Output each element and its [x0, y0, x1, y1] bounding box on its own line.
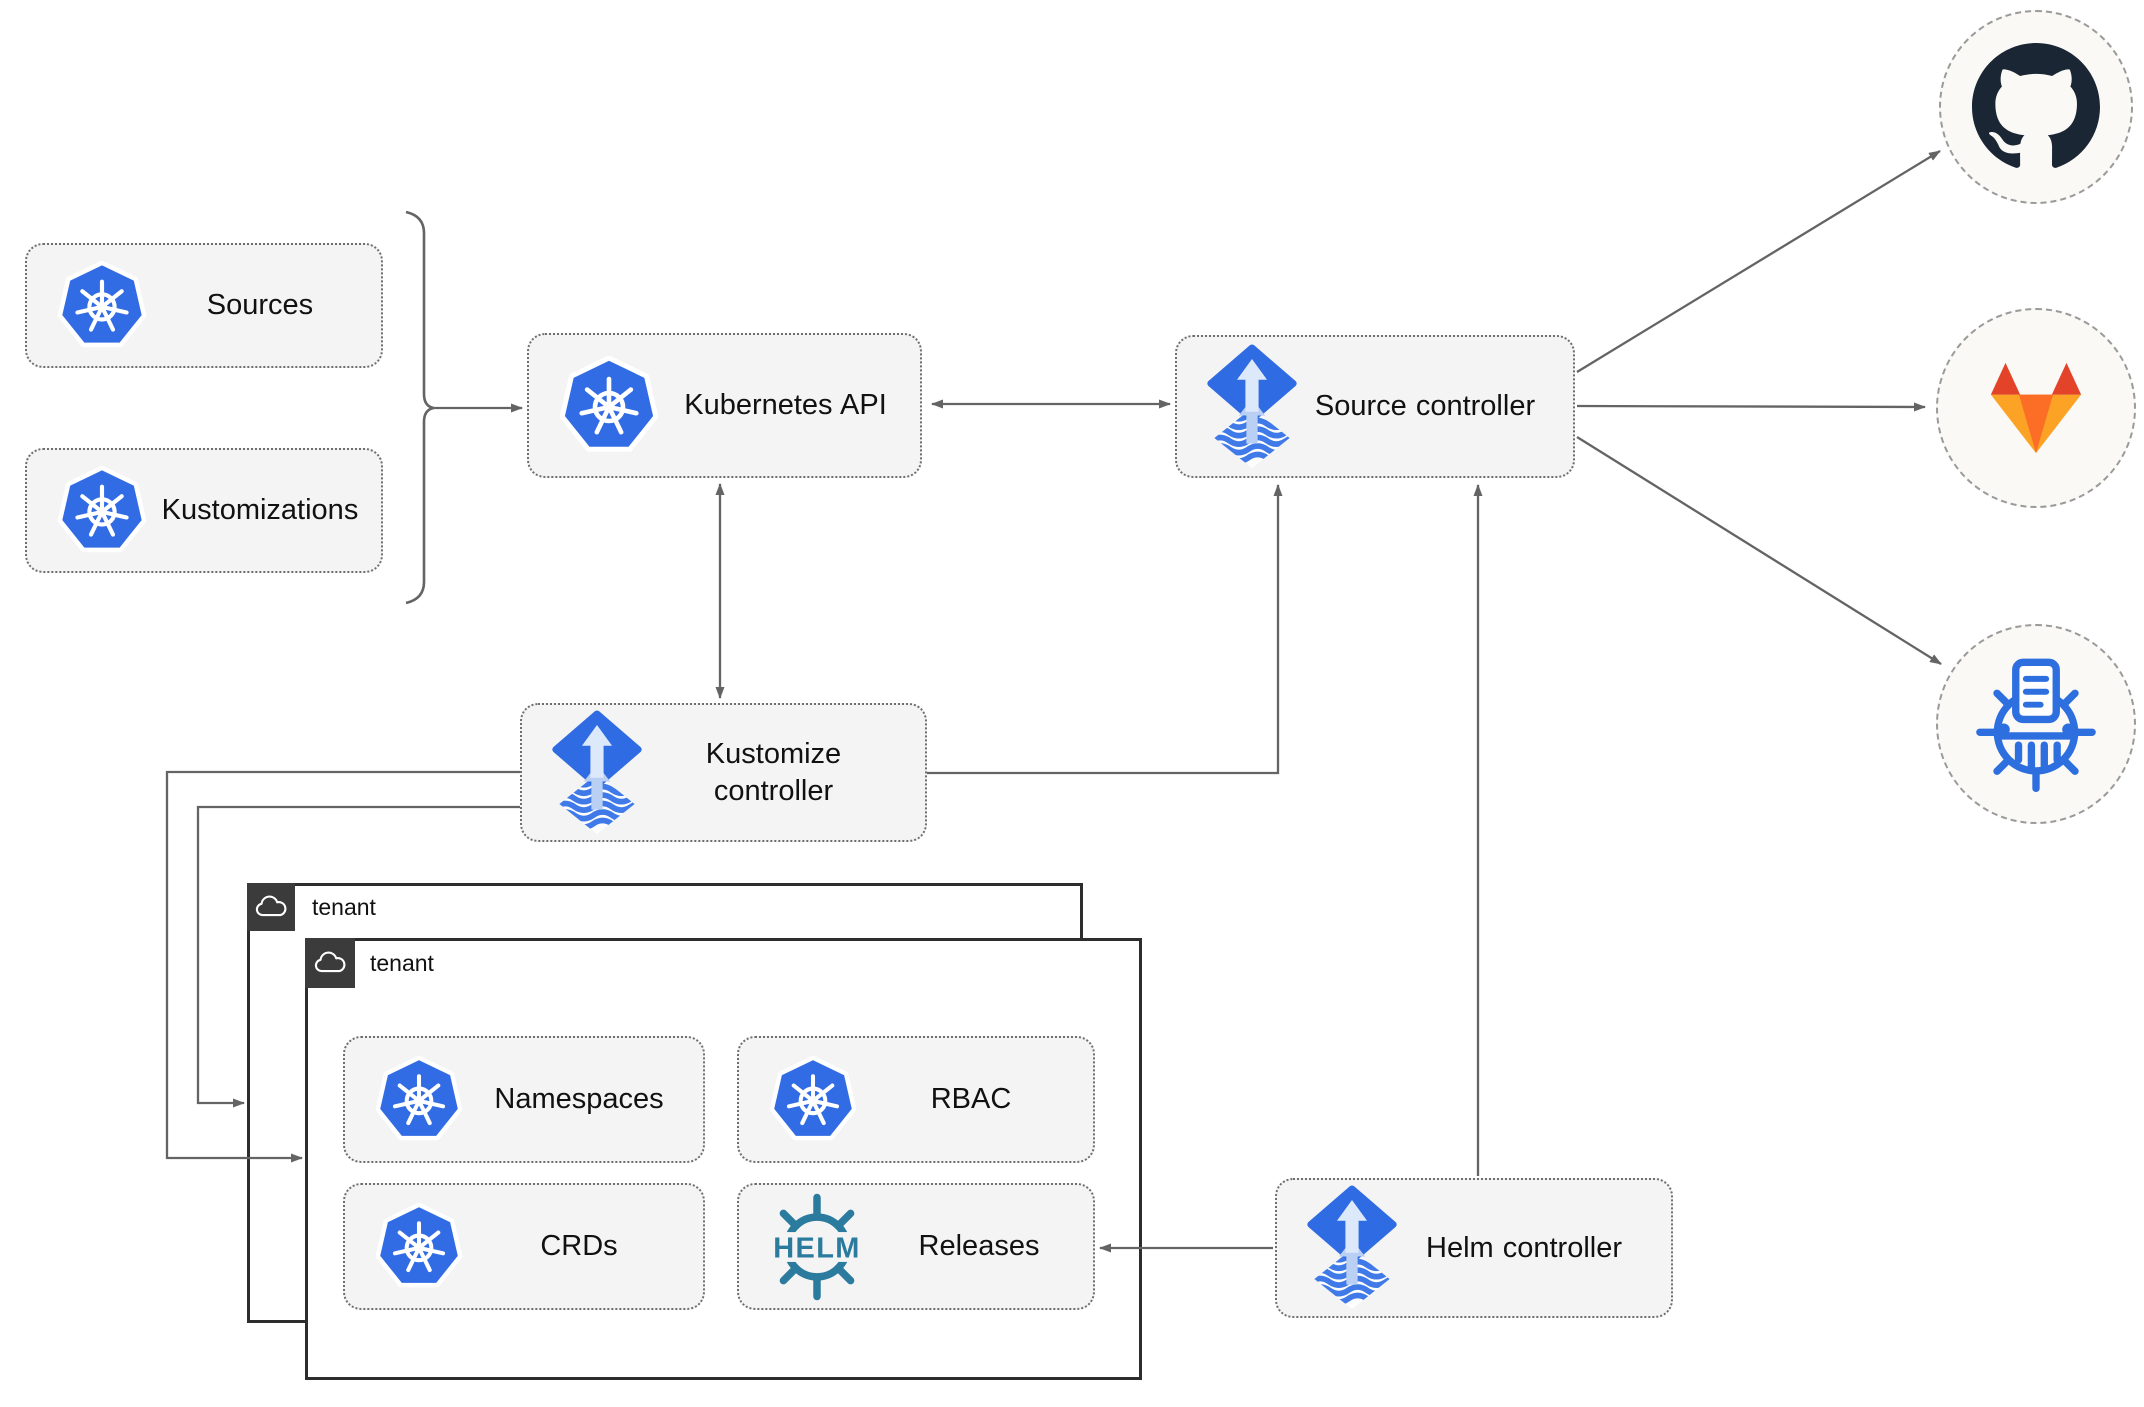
edge-sourcectrl-gitlab: [1576, 402, 1926, 412]
flux-icon: [548, 710, 646, 836]
cloud-icon: [247, 883, 295, 931]
kubernetes-icon: [769, 1056, 857, 1144]
node-label: Kustomizations: [161, 494, 359, 527]
node-label: RBAC: [930, 1083, 1012, 1116]
kubernetes-icon: [375, 1056, 463, 1144]
node-releases: HELM Releases: [737, 1183, 1095, 1310]
gitlab-target: [1936, 308, 2136, 508]
edge-sourcectrl-registry: [1576, 436, 1942, 665]
node-label: CRDs: [540, 1230, 618, 1263]
kubernetes-icon: [375, 1203, 463, 1291]
node-label: Helm controller: [1426, 1231, 1622, 1264]
brace: [405, 210, 435, 605]
edge-sourcectrl-github: [1576, 150, 1941, 373]
github-icon: [1972, 43, 2100, 171]
node-crds: CRDs: [343, 1183, 705, 1310]
artifact-registry-target: [1936, 624, 2136, 824]
node-kustomize-controller: Kustomize controller: [520, 703, 927, 842]
node-kubernetes-api: Kubernetes API: [527, 333, 922, 478]
helm-logo-text: HELM: [773, 1232, 861, 1264]
node-rbac: RBAC: [737, 1036, 1095, 1163]
github-target: [1939, 10, 2133, 204]
node-kustomizations: Kustomizations: [25, 448, 383, 573]
node-namespaces: Namespaces: [343, 1036, 705, 1163]
node-sources: Sources: [25, 243, 383, 368]
node-label: Source controller: [1314, 390, 1536, 423]
cloud-icon: [305, 938, 355, 988]
node-label: Kustomize controller: [705, 738, 842, 807]
node-label: Releases: [918, 1230, 1040, 1263]
kubernetes-icon: [57, 466, 147, 556]
kubernetes-icon: [57, 261, 147, 351]
shredder-wheel-icon: [1967, 655, 2105, 793]
node-label: Kubernetes API: [684, 389, 887, 422]
kubernetes-icon: [559, 356, 659, 456]
flux-icon: [1303, 1185, 1401, 1311]
flux-icon: [1203, 344, 1301, 470]
tenant-label: tenant: [370, 950, 434, 976]
tenant-label: tenant: [312, 894, 376, 920]
helm-icon: HELM: [761, 1191, 873, 1303]
node-helm-controller: Helm controller: [1275, 1178, 1673, 1318]
edge-kustomizectrl-sourcectrl: [927, 484, 1283, 775]
node-label: Namespaces: [494, 1083, 664, 1116]
node-label: Sources: [206, 289, 314, 322]
gitlab-icon: [1975, 358, 2097, 458]
node-source-controller: Source controller: [1175, 335, 1575, 478]
